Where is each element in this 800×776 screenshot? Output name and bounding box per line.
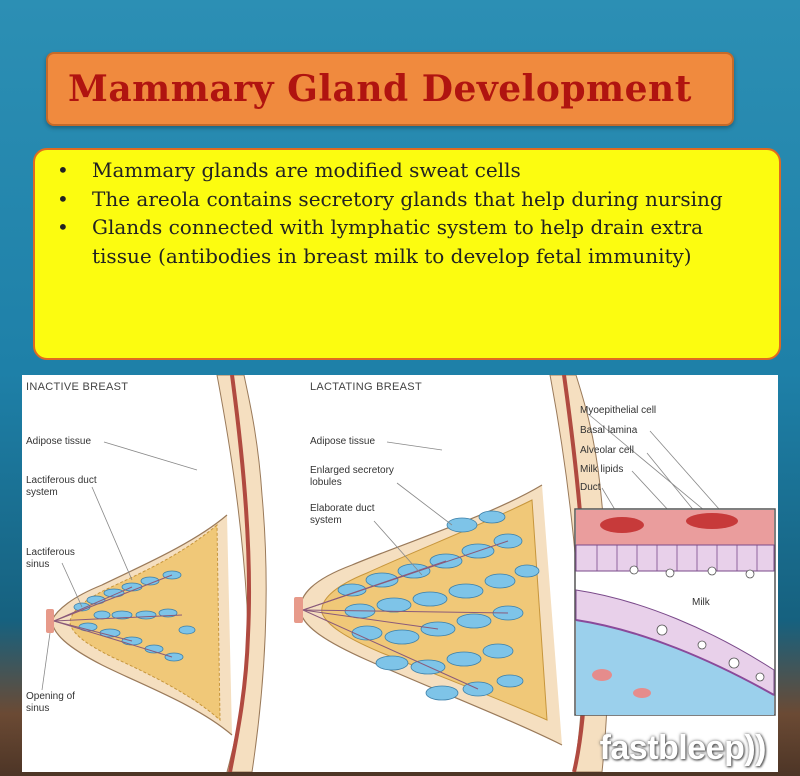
bullet-marker: • (57, 215, 69, 239)
basal-lamina-label: Basal lamina (580, 425, 638, 436)
bullet-item: • Mammary glands are modified sweat cells (57, 156, 759, 185)
opening-of-sinus-label: Opening of sinus (26, 691, 75, 714)
bullet-box: • Mammary glands are modified sweat cells… (33, 148, 781, 360)
myoepithelial-cell-label: Myoepithelial cell (580, 405, 657, 416)
slide-title: Mammary Gland Development (68, 68, 692, 110)
milk-lipids-label: Milk lipids (580, 464, 624, 475)
fastbleep-watermark: fastbleep)) (599, 729, 767, 767)
duct-label: Duct (580, 482, 601, 493)
bullet-text: Mammary glands are modified sweat cells (92, 158, 521, 182)
bullet-marker: • (57, 186, 69, 211)
bullet-list: • Mammary glands are modified sweat cells… (57, 156, 759, 270)
lactating-breast-title: LACTATING BREAST (310, 381, 422, 393)
elaborate-duct-label: Elaborate duct system (310, 503, 375, 526)
breast-anatomy-figure: INACTIVE BREAST Adipose tissue Lactifero… (22, 375, 778, 772)
inactive-breast-drawing (46, 375, 267, 772)
secretory-lobules-label: Enlarged secretory lobules (310, 465, 394, 488)
lactiferous-sinus-label: Lactiferous sinus (26, 547, 75, 570)
bullet-text: The areola contains secretory glands tha… (92, 186, 723, 211)
breast-anatomy-illustration (41, 375, 776, 772)
bullet-marker: • (57, 158, 69, 182)
title-box: Mammary Gland Development (46, 52, 734, 126)
alveolar-cell-label: Alveolar cell (580, 445, 634, 456)
inactive-breast-title: INACTIVE BREAST (26, 381, 129, 393)
milk-label: Milk (692, 597, 710, 608)
bullet-text: Glands connected with lymphatic system t… (92, 215, 704, 268)
adipose-tissue-label: Adipose tissue (26, 436, 92, 447)
lactiferous-duct-label: Lactiferous duct system (26, 475, 97, 498)
lactating-breast-drawing (294, 375, 609, 772)
bullet-item: • The areola contains secretory glands th… (57, 185, 759, 214)
lactating-adipose-label: Adipose tissue (310, 436, 376, 447)
alveolus-inset-drawing (574, 508, 776, 716)
bullet-item: • Glands connected with lymphatic system … (57, 213, 759, 270)
